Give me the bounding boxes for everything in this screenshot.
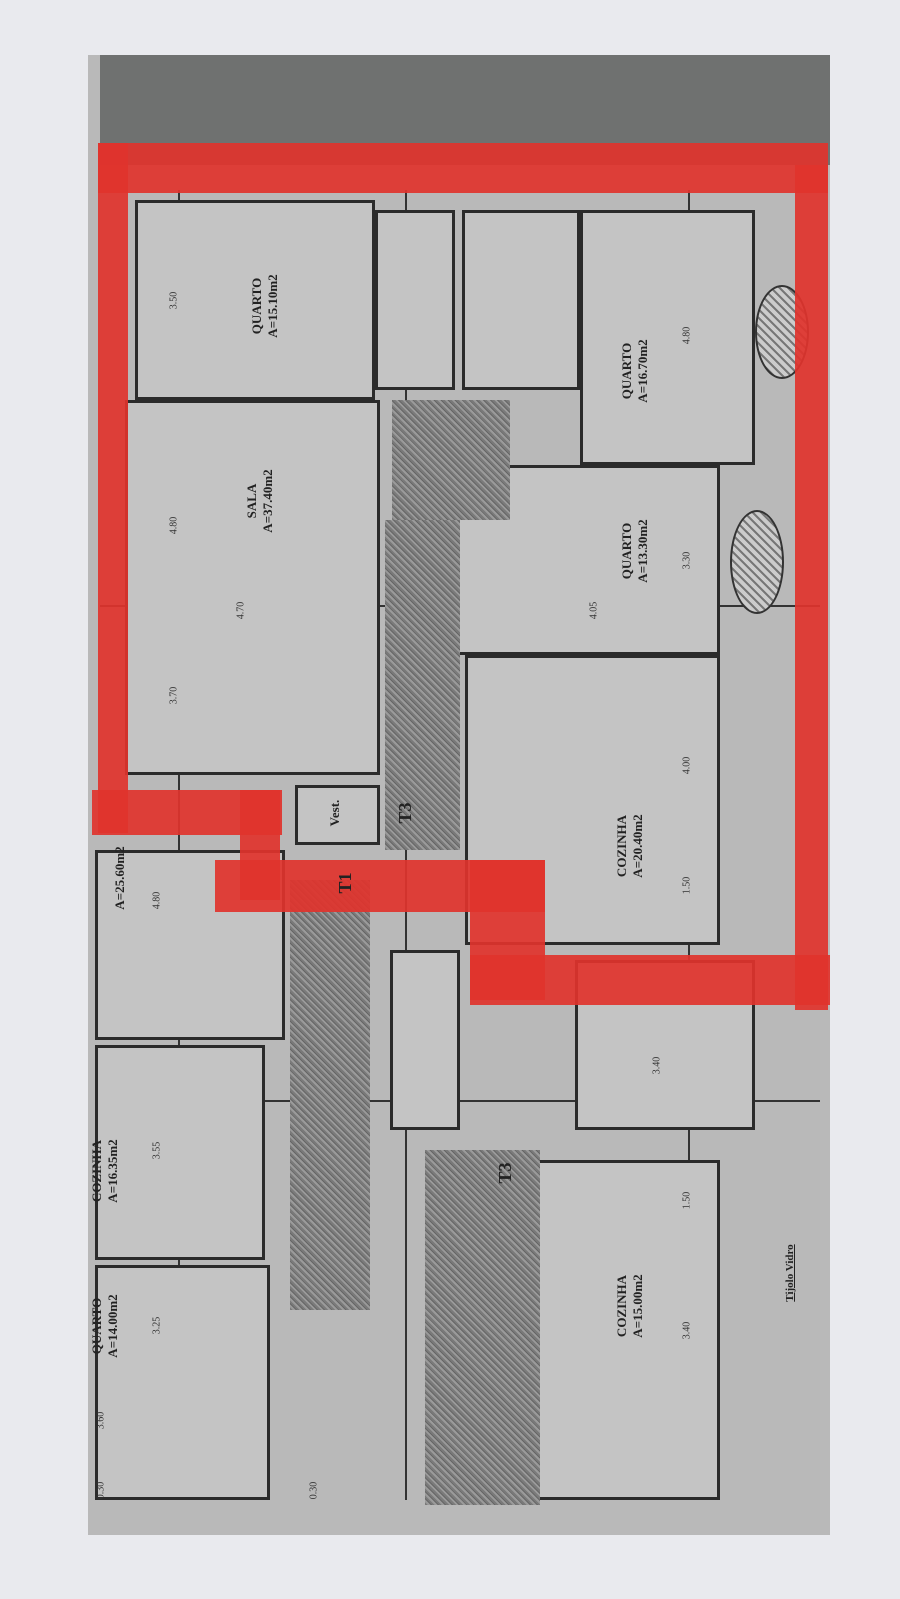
room-sala <box>125 400 380 775</box>
vestibule <box>295 785 380 845</box>
highlight-bottom <box>470 955 830 1005</box>
dimension: 1.50 <box>681 1191 693 1210</box>
grid-line <box>178 190 180 1500</box>
bathroom-1 <box>375 210 455 390</box>
dimension: 3.50 <box>168 291 180 310</box>
dimension: 4.80 <box>151 891 163 910</box>
unit-tag: T3 <box>395 802 415 824</box>
corridor <box>392 400 510 520</box>
room-quarto-1 <box>135 200 375 400</box>
dimension: 3.30 <box>681 551 693 570</box>
highlight-left <box>98 143 128 833</box>
dimension: 3.60 <box>95 1411 107 1430</box>
corridor <box>290 880 370 1310</box>
dimension: 4.80 <box>168 516 180 535</box>
dimension: 3.40 <box>651 1056 663 1075</box>
dimension: 0.30 <box>95 1481 107 1500</box>
vestibule-label: Vest. <box>327 799 342 827</box>
room-label: A=25.60m2 <box>112 846 127 910</box>
room-cozinha-2 <box>95 1045 265 1260</box>
dimension: 0.30 <box>308 1481 320 1500</box>
room-quarto-4 <box>95 1265 270 1500</box>
dimension: 4.80 <box>681 326 693 345</box>
bathroom-2 <box>462 210 580 390</box>
dimension: 4.05 <box>588 601 600 620</box>
dimension: 3.40 <box>681 1321 693 1340</box>
highlight-top <box>98 143 828 193</box>
dimension: 3.55 <box>151 1141 163 1160</box>
grid-line <box>100 1100 820 1102</box>
highlight-right <box>795 165 828 1010</box>
balcony-circle <box>730 510 784 614</box>
room-quarto-2 <box>580 210 755 465</box>
unit-tag: T3 <box>495 1162 515 1184</box>
highlight-step <box>240 790 280 900</box>
corridor <box>425 1150 540 1505</box>
dimension: 4.00 <box>681 756 693 775</box>
dimension: 3.25 <box>151 1316 163 1335</box>
dimension: 1.50 <box>681 876 693 895</box>
glass-brick-note: Tijolo Vidro <box>784 1244 796 1302</box>
corridor <box>385 520 460 850</box>
dimension: 4.70 <box>235 601 247 620</box>
elevators <box>390 950 460 1130</box>
unit-tag: T1 <box>335 872 355 894</box>
dimension: 3.70 <box>168 686 180 705</box>
